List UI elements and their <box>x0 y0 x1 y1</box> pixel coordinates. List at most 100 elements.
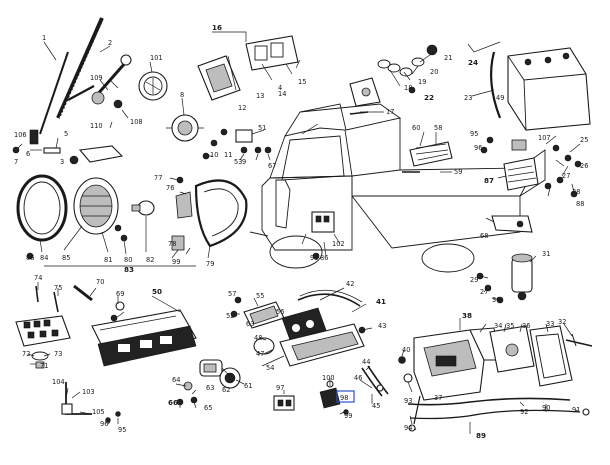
lamp-lens-54 <box>279 323 365 367</box>
callout-88: 88 <box>576 200 584 208</box>
callout-5: 5 <box>64 130 68 138</box>
bolt-assembly-103 <box>61 382 121 423</box>
callout-73: 73 <box>54 350 62 358</box>
callout-66: 66 <box>168 398 178 407</box>
washers-18-21 <box>377 44 438 77</box>
callout-91: 91 <box>572 406 580 414</box>
callout-4: 4 <box>278 84 282 92</box>
callout-48: 48 <box>254 334 262 342</box>
callout-56: 56 <box>276 308 284 316</box>
callout-3: 3 <box>60 158 64 166</box>
callout-63b: 63 <box>246 320 254 328</box>
callout-21: 21 <box>444 54 452 62</box>
callout-65: 65 <box>204 404 212 412</box>
callout-41: 41 <box>376 297 386 306</box>
callout-32: 32 <box>558 318 566 326</box>
callout-75: 75 <box>54 284 62 292</box>
callout-11: 11 <box>224 151 232 159</box>
callout-46: 46 <box>354 374 362 382</box>
callout-97: 97 <box>276 384 284 392</box>
headlamp-rim-84 <box>16 174 68 242</box>
callout-82: 82 <box>146 256 154 264</box>
callout-10: 10 <box>210 151 218 159</box>
callout-106: 106 <box>14 131 27 139</box>
callout-77: 77 <box>154 174 162 182</box>
callout-15: 15 <box>298 78 306 86</box>
fuse-box-87 <box>503 157 539 191</box>
callout-50: 50 <box>152 287 162 296</box>
callout-100: 100 <box>322 374 335 382</box>
callout-79: 79 <box>206 260 214 268</box>
callout-62: 62 <box>222 386 230 394</box>
callout-95b: 95 <box>118 426 126 434</box>
callout-72: 72 <box>22 350 30 358</box>
callout-81: 81 <box>104 256 112 264</box>
callout-47: 47 <box>256 350 264 358</box>
callout-102: 102 <box>332 240 345 248</box>
callout-38: 38 <box>462 311 472 320</box>
switch-plate-51 <box>210 128 272 154</box>
callout-96b: 96 <box>100 420 108 428</box>
callout-80: 80 <box>124 256 132 264</box>
callout-30: 30 <box>492 296 500 304</box>
headlamp-lens-85 <box>73 177 119 235</box>
wiper-arm <box>91 54 132 109</box>
flasher-107 <box>511 139 582 168</box>
instrument-panel-50 <box>91 309 197 367</box>
callout-63: 63 <box>206 384 214 392</box>
callout-58: 58 <box>434 124 442 132</box>
callout-110: 110 <box>90 122 103 130</box>
callout-64: 64 <box>172 376 180 384</box>
callout-22: 22 <box>424 93 434 102</box>
callout-89: 89 <box>476 431 486 440</box>
callout-101: 101 <box>150 54 163 62</box>
rear-lamp-12 <box>197 55 241 101</box>
lamp-lens-55 <box>243 301 285 329</box>
callout-40: 40 <box>402 346 410 354</box>
battery <box>490 47 591 131</box>
small-screws-74-75 <box>35 284 125 322</box>
callout-105: 105 <box>92 408 105 416</box>
callout-86a: 86 <box>26 254 34 262</box>
callout-78: 78 <box>168 240 176 248</box>
callout-69: 69 <box>116 290 124 298</box>
callout-68: 68 <box>480 232 488 240</box>
leader-lines <box>17 31 581 434</box>
callout-16: 16 <box>212 23 222 32</box>
switch-panel-72 <box>15 315 71 369</box>
callout-95a: 95 <box>470 130 478 138</box>
callout-33: 33 <box>546 320 554 328</box>
rear-lamp-15 <box>245 35 299 71</box>
callout-103: 103 <box>82 388 95 396</box>
callout-76: 76 <box>166 184 174 192</box>
screw-32 <box>565 333 593 347</box>
wiper-blade <box>29 17 105 145</box>
callout-42: 42 <box>346 280 354 288</box>
socket-61-63 <box>176 359 241 406</box>
speedometer <box>138 71 168 101</box>
headlamp-bulb <box>131 200 155 216</box>
callout-61: 61 <box>244 382 252 390</box>
callout-74: 74 <box>34 274 42 282</box>
callout-70: 70 <box>96 278 104 286</box>
callout-92: 92 <box>520 408 528 416</box>
callout-43: 43 <box>378 322 386 330</box>
callout-49: 49 <box>496 94 504 102</box>
callout-35: 35 <box>506 322 514 330</box>
callout-107: 107 <box>538 134 551 142</box>
callout-8: 8 <box>180 91 184 99</box>
small-hardware <box>12 86 578 318</box>
callout-59: 59 <box>454 168 462 176</box>
callout-44: 44 <box>362 358 370 366</box>
callout-96a: 96 <box>474 144 482 152</box>
ignition-coil-31 <box>511 253 533 301</box>
callout-19: 19 <box>418 78 426 86</box>
callout-14: 14 <box>278 90 286 98</box>
callout-90: 90 <box>542 404 550 412</box>
callout-25: 25 <box>580 136 588 144</box>
callout-60: 60 <box>412 124 420 132</box>
vehicle-outline <box>249 103 546 273</box>
callout-28: 28 <box>572 188 580 196</box>
